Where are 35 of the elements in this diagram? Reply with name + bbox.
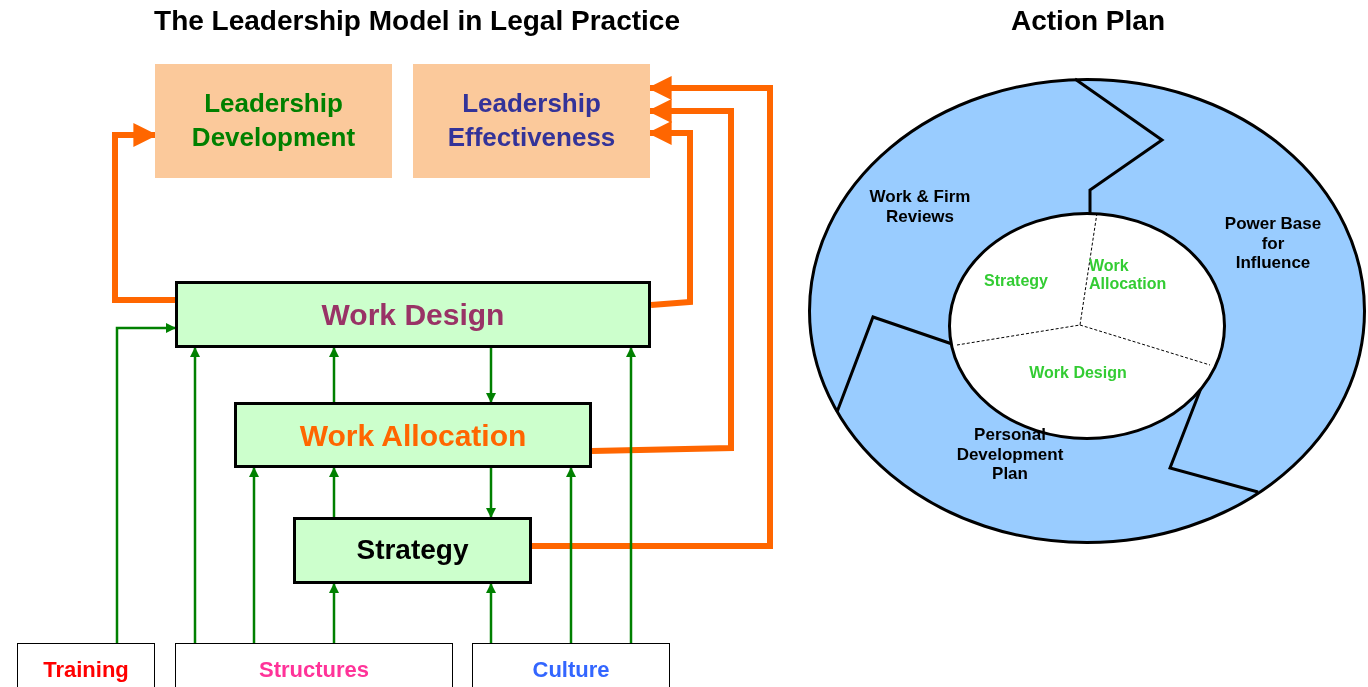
- arrow: [329, 583, 339, 643]
- process-box: [155, 64, 392, 178]
- process-box: [234, 402, 592, 468]
- arrow: [115, 323, 176, 643]
- box-label: Work Allocation: [299, 417, 527, 454]
- section-title: Action Plan: [1010, 5, 1166, 37]
- box-label: Training: [43, 656, 129, 684]
- segment-label: Personal Development Plan: [955, 425, 1065, 484]
- arrow: [566, 467, 576, 643]
- arrow: [486, 348, 496, 403]
- arrow: [486, 583, 496, 643]
- arrow: [591, 99, 734, 454]
- diagram-title: The Leadership Model in Legal Practice: [153, 5, 681, 37]
- segment-label: Work & Firm Reviews: [868, 187, 972, 227]
- process-box: [293, 517, 532, 584]
- arrow: [329, 347, 339, 402]
- box-label: Leadership Effectiveness: [446, 87, 617, 154]
- arrow: [329, 467, 339, 517]
- box-label: Strategy: [356, 533, 469, 568]
- box-label: Leadership Development: [190, 87, 357, 154]
- process-box: [413, 64, 650, 178]
- arrow: [532, 76, 773, 549]
- segment-label: Power Base for Influence: [1223, 214, 1323, 273]
- sector-label: Work Design: [1028, 364, 1128, 383]
- arrow: [626, 347, 636, 643]
- arrow: [249, 467, 259, 643]
- arrow: [486, 468, 496, 518]
- sector-label: Work Allocation: [1089, 257, 1168, 294]
- sector-label: Strategy: [983, 272, 1049, 291]
- arrow: [190, 347, 200, 643]
- process-box: [175, 281, 651, 348]
- box-label: Work Design: [321, 297, 505, 333]
- box-label: Culture: [532, 656, 610, 684]
- arrow: [112, 123, 175, 303]
- box-label: Structures: [258, 656, 369, 684]
